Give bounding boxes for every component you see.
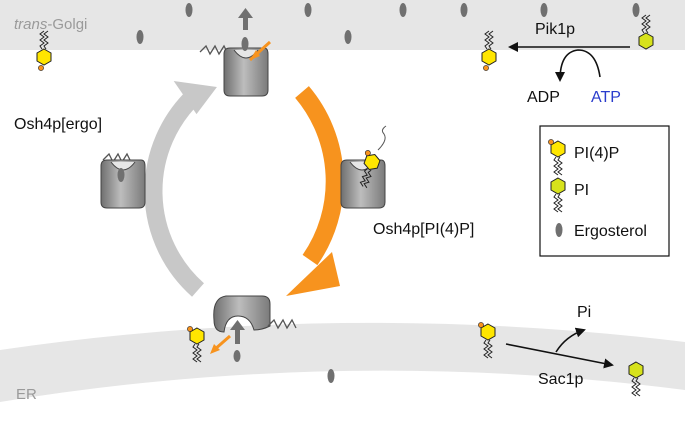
er-ergosterol [327,369,335,383]
er-membrane [0,322,685,402]
osh4p-at-er [210,295,297,354]
adp-label: ADP [527,89,560,106]
er-ergosterol-under-protein [233,350,241,362]
atp-adp-arrow [555,49,601,82]
sac1p-arrow [505,343,614,369]
cycle-arrowhead-gray [173,80,217,115]
osh4-ergo-label: Osh4p[ergo] [14,116,102,133]
osh4p-at-golgi [199,8,272,97]
legend: PI(4)P PI Ergosterol [539,125,670,257]
golgi-pi-right [638,14,654,50]
legend-pi4p-label: PI(4)P [574,145,619,162]
cycle-arrow-orange [295,86,344,266]
golgi-label: trans-Golgi [14,16,87,33]
cycle-arrow-gray [144,89,205,297]
atp-label: ATP [591,89,621,106]
legend-ergosterol-icon [555,223,563,237]
cycle-arrowhead-orange [286,252,340,296]
legend-pi-label: PI [574,182,589,199]
er-label: ER [16,386,37,403]
sac1p-label: Sac1p [538,371,583,388]
pi-label: Pi [577,304,591,321]
golgi-membrane [0,0,685,50]
osh4-pi4p-label: Osh4p[PI(4)P] [373,221,474,238]
osh4p-pi4p [340,125,387,209]
legend-ergosterol-label: Ergosterol [574,223,647,240]
osh4p-ergo [100,152,146,209]
golgi-ergosterol-row [136,3,640,44]
pik1p-label: Pik1p [535,21,575,38]
pi-release-arrow [555,327,586,353]
